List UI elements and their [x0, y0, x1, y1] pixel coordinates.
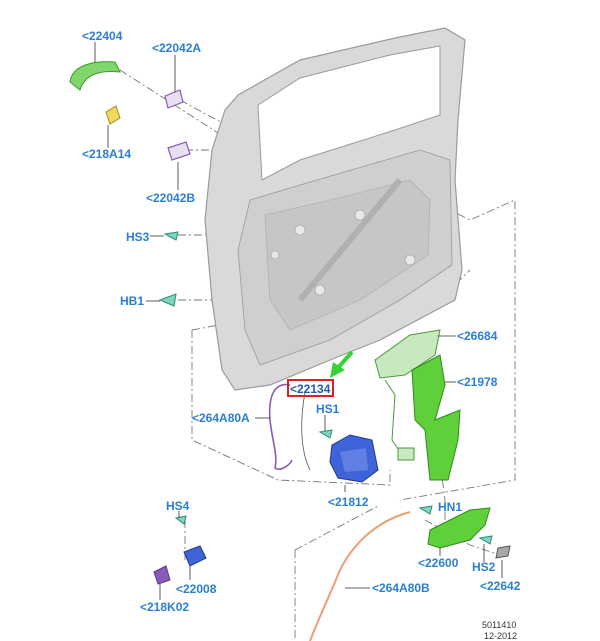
lock-cylinder-part[interactable] [105, 105, 121, 125]
cable-264a80a-part [268, 383, 293, 470]
screw-hs3-part[interactable] [163, 231, 179, 241]
door-inner-panel [204, 27, 466, 391]
callout-22008[interactable]: <22008 [176, 582, 217, 596]
bracket-22008-part[interactable] [183, 545, 207, 567]
callout-21812[interactable]: <21812 [328, 495, 369, 509]
gasket-a-part[interactable] [164, 89, 184, 109]
callout-218a14[interactable]: <218A14 [82, 147, 131, 161]
callout-22042b[interactable]: <22042B [146, 191, 195, 205]
callout-hs1[interactable]: HS1 [316, 402, 340, 416]
glass-run-bracket-part[interactable] [411, 354, 461, 481]
outside-handle-part[interactable] [69, 61, 121, 91]
callout-hb1[interactable]: HB1 [120, 294, 144, 308]
handle-bracket-part[interactable] [427, 507, 491, 549]
part-22134-highlight[interactable] [287, 379, 334, 397]
callout-264a80a[interactable]: <264A80A [192, 411, 250, 425]
callout-22042a[interactable]: <22042A [152, 41, 201, 55]
callout-22134[interactable]: <22134 [290, 382, 331, 396]
callout-22600[interactable]: <22600 [418, 556, 459, 570]
callout-21978[interactable]: <21978 [457, 375, 498, 389]
door-latch-part[interactable] [329, 434, 379, 483]
callout-264a80b[interactable]: <264A80B [372, 581, 430, 595]
callout-22404[interactable]: <22404 [82, 29, 123, 43]
reference-date: 12-2012 [484, 631, 517, 641]
cable-264a80b-part [309, 511, 411, 641]
screw-hs4-part[interactable] [174, 515, 187, 525]
bolt-hb1-part[interactable] [158, 293, 177, 307]
nut-hn1-part[interactable] [418, 505, 433, 515]
callout-218k02[interactable]: <218K02 [140, 600, 189, 614]
trim-cover-part[interactable] [495, 545, 511, 559]
rod-clip-part[interactable] [153, 565, 171, 585]
screw-hs2-part[interactable] [478, 535, 493, 545]
callout-hn1[interactable]: HN1 [438, 500, 462, 514]
callout-hs3[interactable]: HS3 [126, 230, 150, 244]
callout-22642[interactable]: <22642 [480, 579, 521, 593]
callout-hs2[interactable]: HS2 [472, 560, 496, 574]
reference-number: 5011410 [482, 620, 516, 630]
gasket-b-part[interactable] [167, 141, 191, 161]
callout-26684[interactable]: <26684 [457, 329, 498, 343]
window-regulator-part[interactable] [374, 329, 441, 461]
callout-hs4[interactable]: HS4 [166, 499, 190, 513]
screw-hs1-part[interactable] [318, 429, 333, 439]
pointer-arrow [330, 350, 354, 378]
